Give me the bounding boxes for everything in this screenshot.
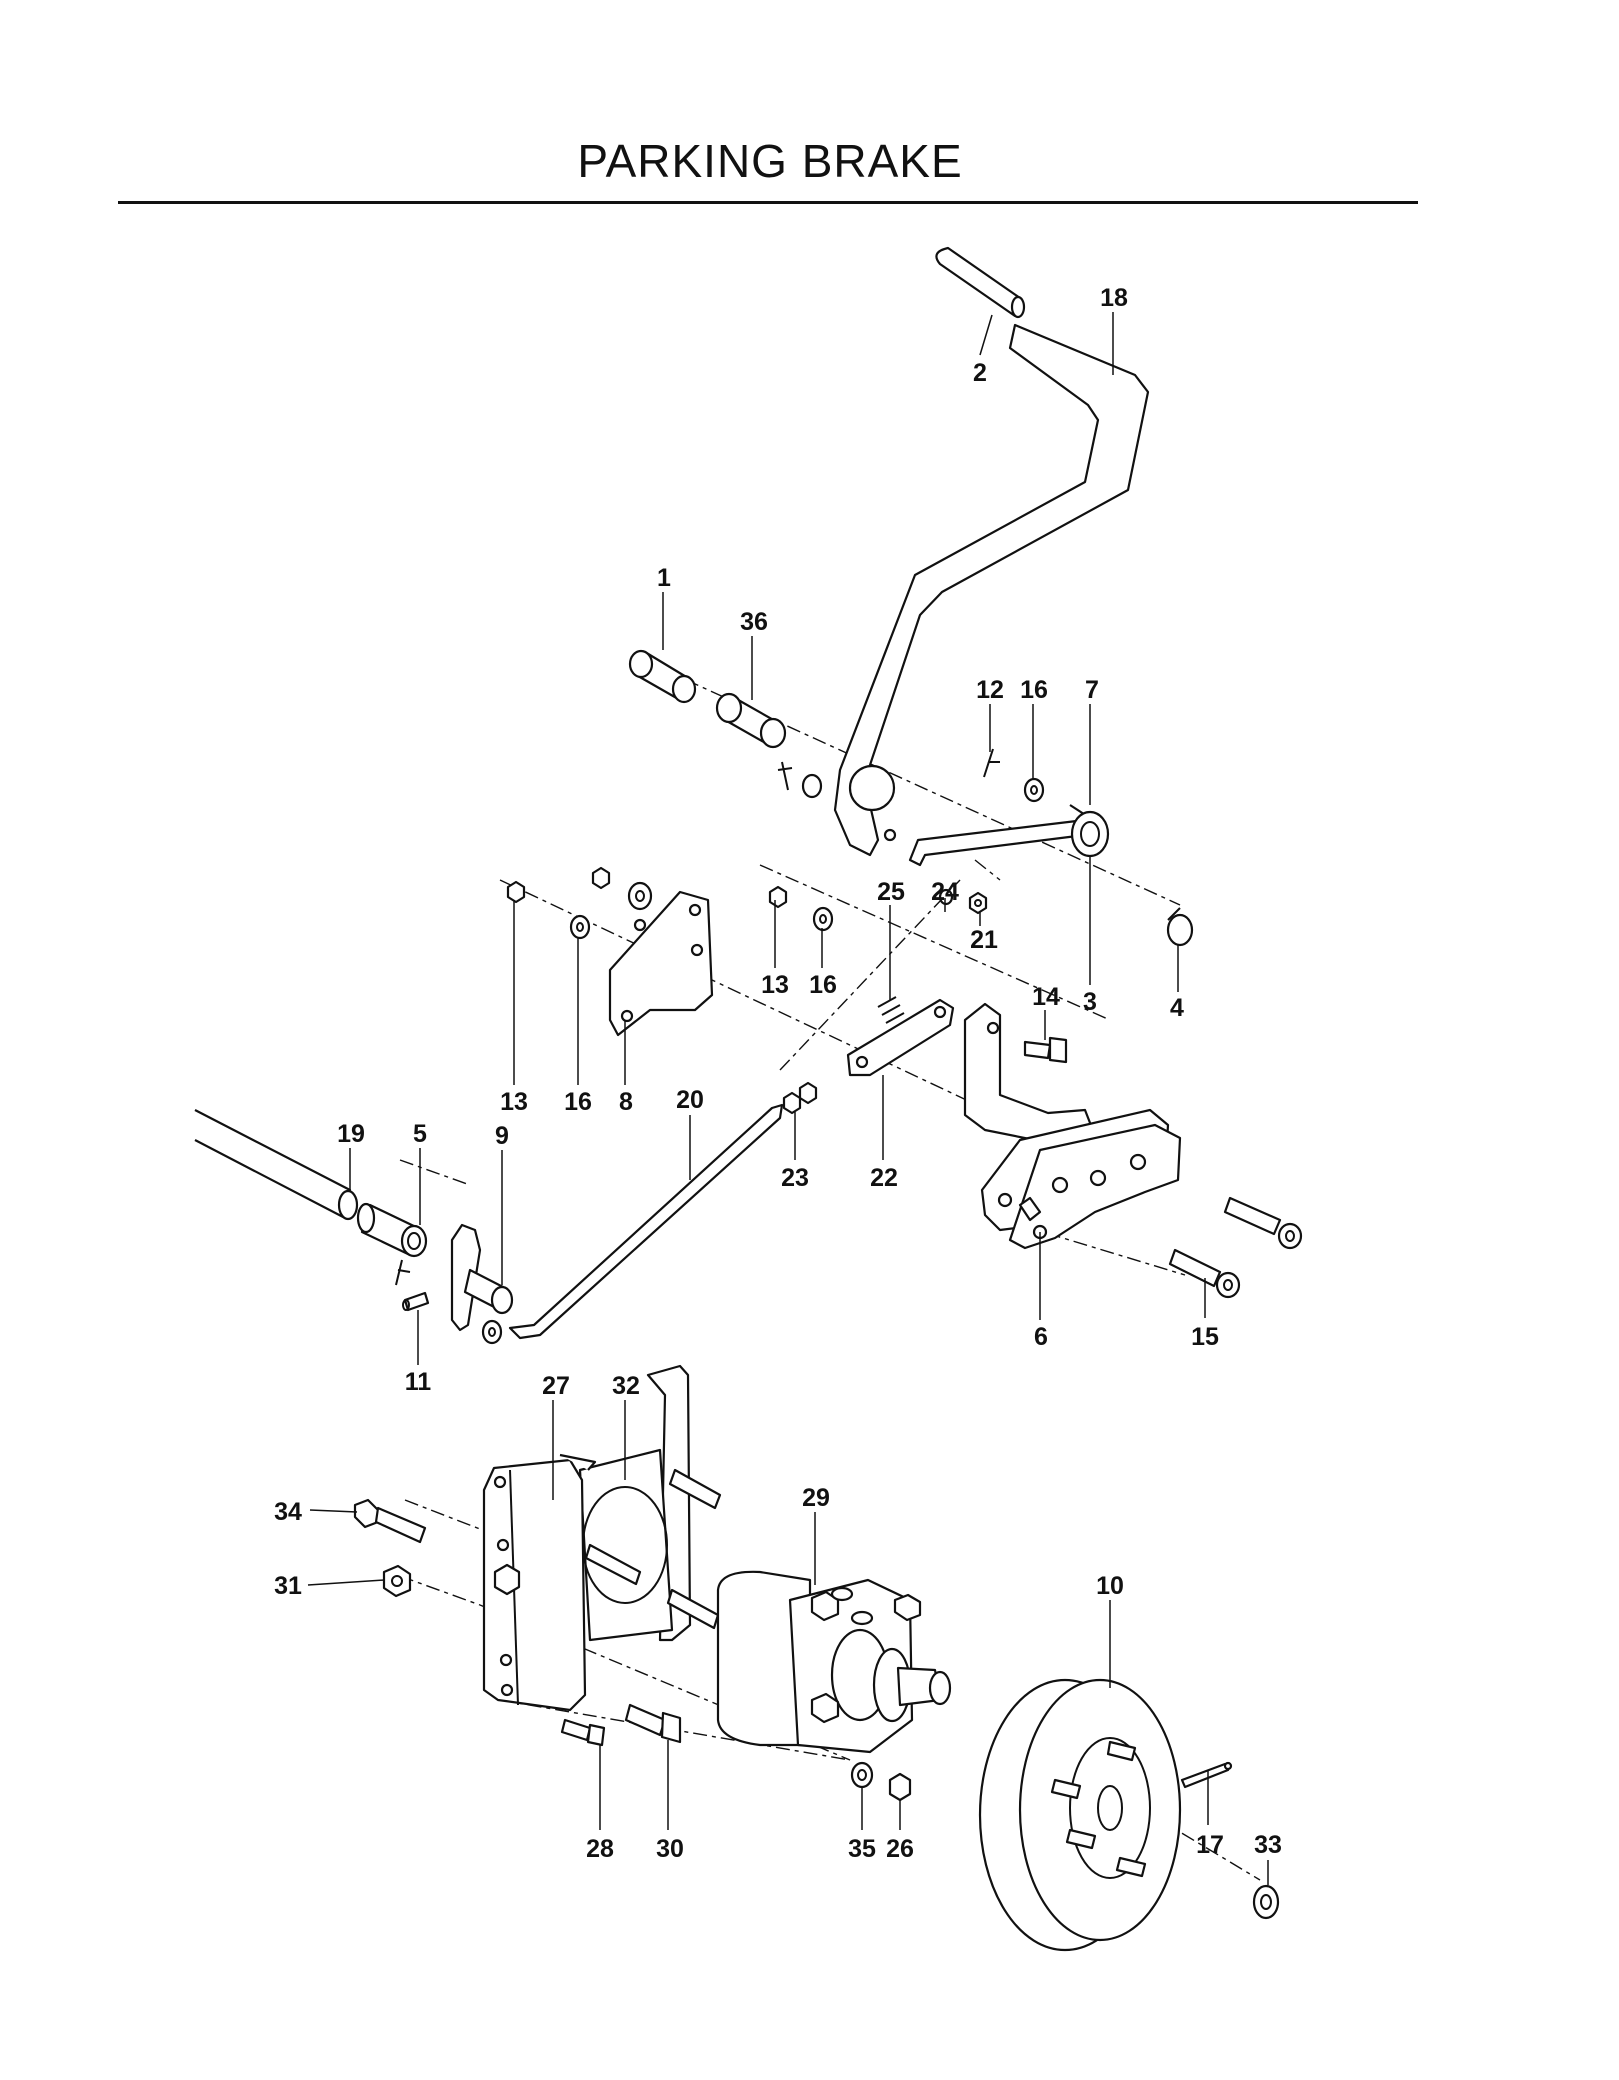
brake-rod-part-7 [908,804,1095,867]
mount-plate-part-27 [482,1458,587,1712]
diagram-title: PARKING BRAKE [577,135,963,187]
bushing-part-1 [628,649,697,704]
callout-8: 8 [619,1088,633,1116]
callout-10: 10 [1096,1572,1124,1600]
pin-part-15-upper [1223,1196,1303,1250]
callout-6: 6 [1034,1323,1048,1351]
callout-2: 2 [973,359,987,387]
brake-lever-part-18 [833,323,1150,857]
callout-23: 23 [781,1164,809,1192]
callout-18: 18 [1100,284,1128,312]
bolt-part-14 [1023,1036,1068,1064]
callout-31: 31 [274,1572,302,1600]
washer-part-3 [1070,810,1110,858]
washer-part-16-left [569,914,591,940]
callout-13-left: 13 [500,1088,528,1116]
title-rule [118,201,1418,204]
pin-part-15 [1168,1248,1241,1299]
callout-22: 22 [870,1164,898,1192]
pin-part-11 [402,1291,430,1312]
callout-11: 11 [405,1368,432,1396]
callout-34: 34 [274,1498,302,1526]
bushing-part-5 [356,1202,428,1258]
callout-17: 17 [1196,1831,1224,1859]
callout-30: 30 [656,1835,684,1863]
bolt-part-30 [624,1703,682,1744]
callout-15: 15 [1191,1323,1219,1351]
washer-part-16-upper [1023,777,1045,803]
callout-19: 19 [337,1120,365,1148]
callout-21: 21 [970,926,998,954]
cotter-pin-arm [395,1259,411,1286]
callout-29: 29 [802,1484,830,1512]
callout-25: 25 [877,878,905,906]
callout-13-mid: 13 [761,971,789,999]
callout-26: 26 [886,1835,914,1863]
cotter-pin-part-12 [983,748,1000,778]
bushing-part-36 [715,692,787,749]
washer-upper-plate [627,881,653,911]
leader-lines [307,312,1269,1885]
bracket-studs [559,1453,722,1630]
lever-grip-part-2 [935,246,1026,319]
callout-16-left: 16 [564,1088,592,1116]
shaft-part-19 [194,1109,359,1221]
brake-disc-part-10 [978,1678,1182,1952]
nuts-part-23 [782,1081,818,1115]
nut-upper-plate [591,866,611,890]
callout-5: 5 [413,1120,427,1148]
motor-bracket-part-32 [578,1364,692,1642]
washer-part-33 [1252,1884,1280,1920]
hydraulic-motor-part-29 [716,1570,952,1754]
caliper-assembly-part-6 [963,1002,1182,1250]
link-part-22 [846,998,955,1077]
washer-part-16-mid [812,906,834,932]
callout-numbers: 18 2 1 36 12 16 7 25 24 21 13 16 14 3 4 … [274,284,1282,1863]
callout-1: 1 [657,564,671,592]
callout-28: 28 [586,1835,614,1863]
snap-ring-part-4 [1166,907,1194,947]
link-rod-part-20 [508,1103,784,1340]
cotter-pin-part-17 [1180,1761,1233,1789]
callout-3: 3 [1083,988,1097,1016]
callout-16-upper: 16 [1020,676,1048,704]
nut-part-31 [382,1564,412,1598]
callout-9: 9 [495,1122,509,1150]
callout-32: 32 [612,1372,640,1400]
nut-part-13-left [506,880,526,904]
bracket-plate-part-8 [608,890,714,1037]
bolt-part-28 [560,1718,606,1747]
callout-24: 24 [931,878,959,906]
cotter-pin-near-lever [777,761,823,799]
nut-part-26 [888,1772,912,1802]
spring-part-25 [877,996,909,1032]
callout-35: 35 [848,1835,876,1863]
arm-part-9 [450,1223,514,1345]
callout-7: 7 [1085,676,1099,704]
callout-4: 4 [1170,994,1184,1022]
callout-27: 27 [542,1372,570,1400]
bolt-part-34 [353,1498,427,1544]
callout-16-mid: 16 [809,971,837,999]
callout-14: 14 [1032,983,1060,1011]
callout-20: 20 [676,1086,704,1114]
washer-part-24 [938,888,954,906]
washer-part-35 [850,1761,874,1789]
callout-36: 36 [740,608,768,636]
nut-part-21 [968,891,988,915]
callout-12: 12 [976,676,1004,704]
callout-33: 33 [1254,1831,1282,1859]
nut-part-13-mid [768,885,788,909]
